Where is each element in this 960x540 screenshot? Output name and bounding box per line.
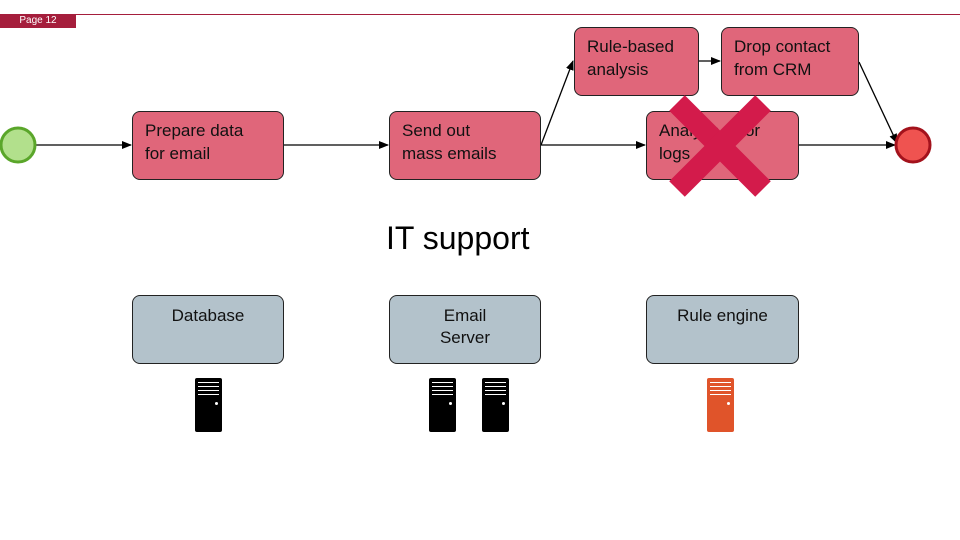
task-drop-contact: Drop contact from CRM	[721, 27, 859, 96]
task-prepare-data: Prepare data for email	[132, 111, 284, 180]
task-rule-based-analysis: Rule-based analysis	[574, 27, 699, 96]
email-server-icon	[429, 378, 456, 432]
database-server-icon	[195, 378, 222, 432]
system-database: Database	[132, 295, 284, 364]
email-server-icon	[482, 378, 509, 432]
flow-send-to-rule-analysis	[540, 60, 574, 146]
task-send-mass-emails: Send out mass emails	[389, 111, 541, 180]
start-event	[0, 126, 37, 164]
system-email-server: Email Server	[389, 295, 541, 364]
it-support-title: IT support	[386, 220, 530, 256]
system-rule-engine: Rule engine	[646, 295, 799, 364]
removed-cross-icon	[669, 95, 771, 197]
header-rule	[76, 14, 960, 15]
flow-drop-contact-to-end	[858, 61, 898, 144]
rule-engine-server-icon	[707, 378, 734, 432]
page-number-badge: Page 12	[0, 14, 76, 28]
end-event	[894, 126, 932, 164]
